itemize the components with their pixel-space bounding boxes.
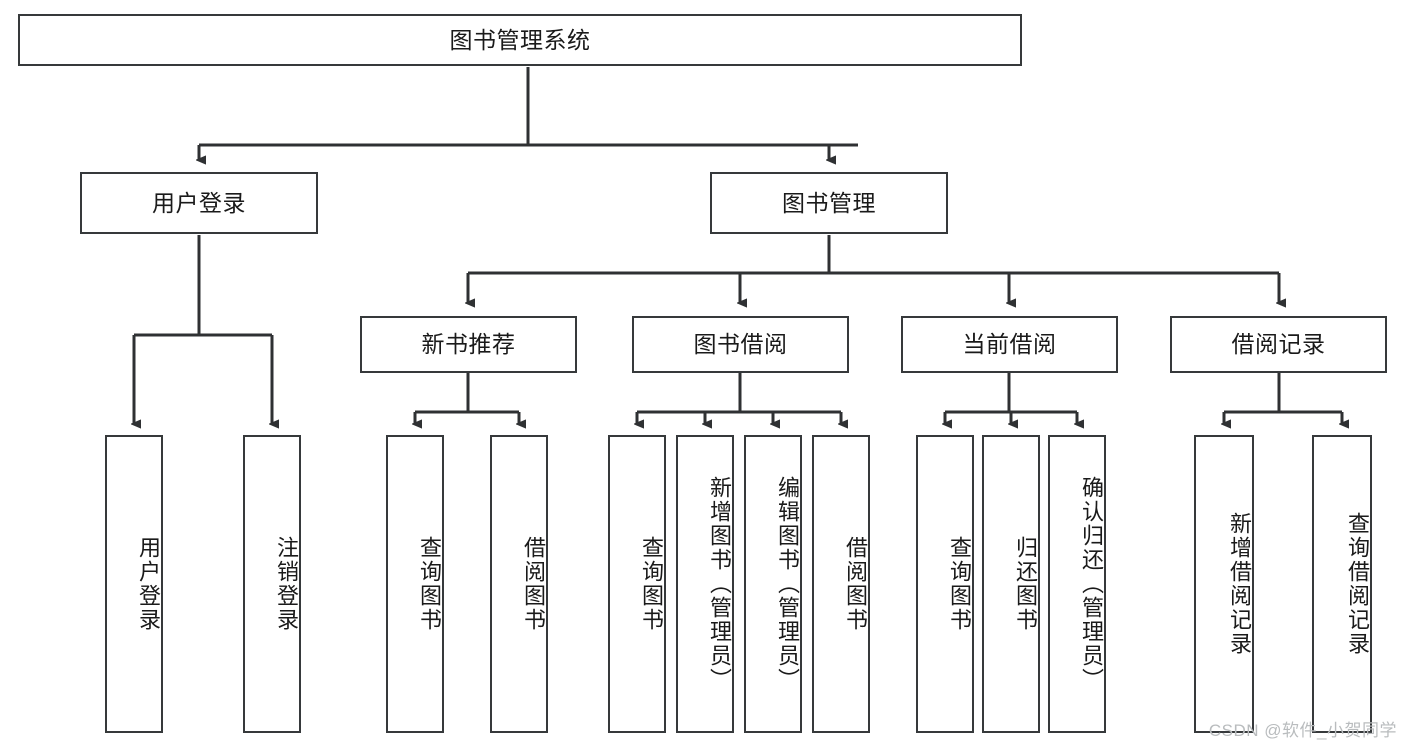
node-leaf-add-book[interactable]: 新增图书（管理员） [676,435,734,733]
node-leaf-return-book-label: 归还图书 [1013,536,1038,632]
node-leaf-query-book-2[interactable]: 查询图书 [608,435,666,733]
node-current-borrow[interactable]: 当前借阅 [901,316,1118,373]
node-leaf-query-record-label: 查询借阅记录 [1345,512,1370,656]
node-leaf-query-book-1[interactable]: 查询图书 [386,435,444,733]
node-leaf-query-book-2-label: 查询图书 [639,536,664,632]
node-root[interactable]: 图书管理系统 [18,14,1022,66]
node-book-borrow-label: 图书借阅 [693,331,788,358]
node-book-manage-label: 图书管理 [782,189,876,216]
node-leaf-confirm-return-label: 确认归还（管理员） [1079,476,1104,692]
node-leaf-add-book-label: 新增图书（管理员） [707,476,732,692]
node-new-book-recommend[interactable]: 新书推荐 [360,316,577,373]
node-leaf-query-book-3[interactable]: 查询图书 [916,435,974,733]
node-leaf-user-login-label: 用户登录 [136,536,161,632]
node-leaf-edit-book-label: 编辑图书（管理员） [775,476,800,692]
node-leaf-return-book[interactable]: 归还图书 [982,435,1040,733]
node-book-manage[interactable]: 图书管理 [710,172,948,234]
node-current-borrow-label: 当前借阅 [962,331,1057,358]
node-leaf-user-logout-label: 注销登录 [274,536,299,632]
node-book-borrow[interactable]: 图书借阅 [632,316,849,373]
node-user-login-label: 用户登录 [152,189,246,216]
node-new-book-recommend-label: 新书推荐 [421,331,516,358]
node-user-login[interactable]: 用户登录 [80,172,318,234]
node-leaf-add-record[interactable]: 新增借阅记录 [1194,435,1254,733]
node-root-label: 图书管理系统 [449,26,591,53]
node-leaf-user-login[interactable]: 用户登录 [105,435,163,733]
node-leaf-borrow-book-1-label: 借阅图书 [521,536,546,632]
node-leaf-query-book-1-label: 查询图书 [417,536,442,632]
node-leaf-add-record-label: 新增借阅记录 [1227,512,1252,656]
watermark: CSDN @软件_小贺同学 [1208,721,1397,740]
node-leaf-user-logout[interactable]: 注销登录 [243,435,301,733]
node-leaf-edit-book[interactable]: 编辑图书（管理员） [744,435,802,733]
node-leaf-borrow-book-2-label: 借阅图书 [843,536,868,632]
node-borrow-record-label: 借阅记录 [1231,331,1326,358]
node-leaf-borrow-book-1[interactable]: 借阅图书 [490,435,548,733]
node-leaf-query-record[interactable]: 查询借阅记录 [1312,435,1372,733]
node-leaf-query-book-3-label: 查询图书 [947,536,972,632]
node-leaf-borrow-book-2[interactable]: 借阅图书 [812,435,870,733]
node-borrow-record[interactable]: 借阅记录 [1170,316,1387,373]
node-leaf-confirm-return[interactable]: 确认归还（管理员） [1048,435,1106,733]
